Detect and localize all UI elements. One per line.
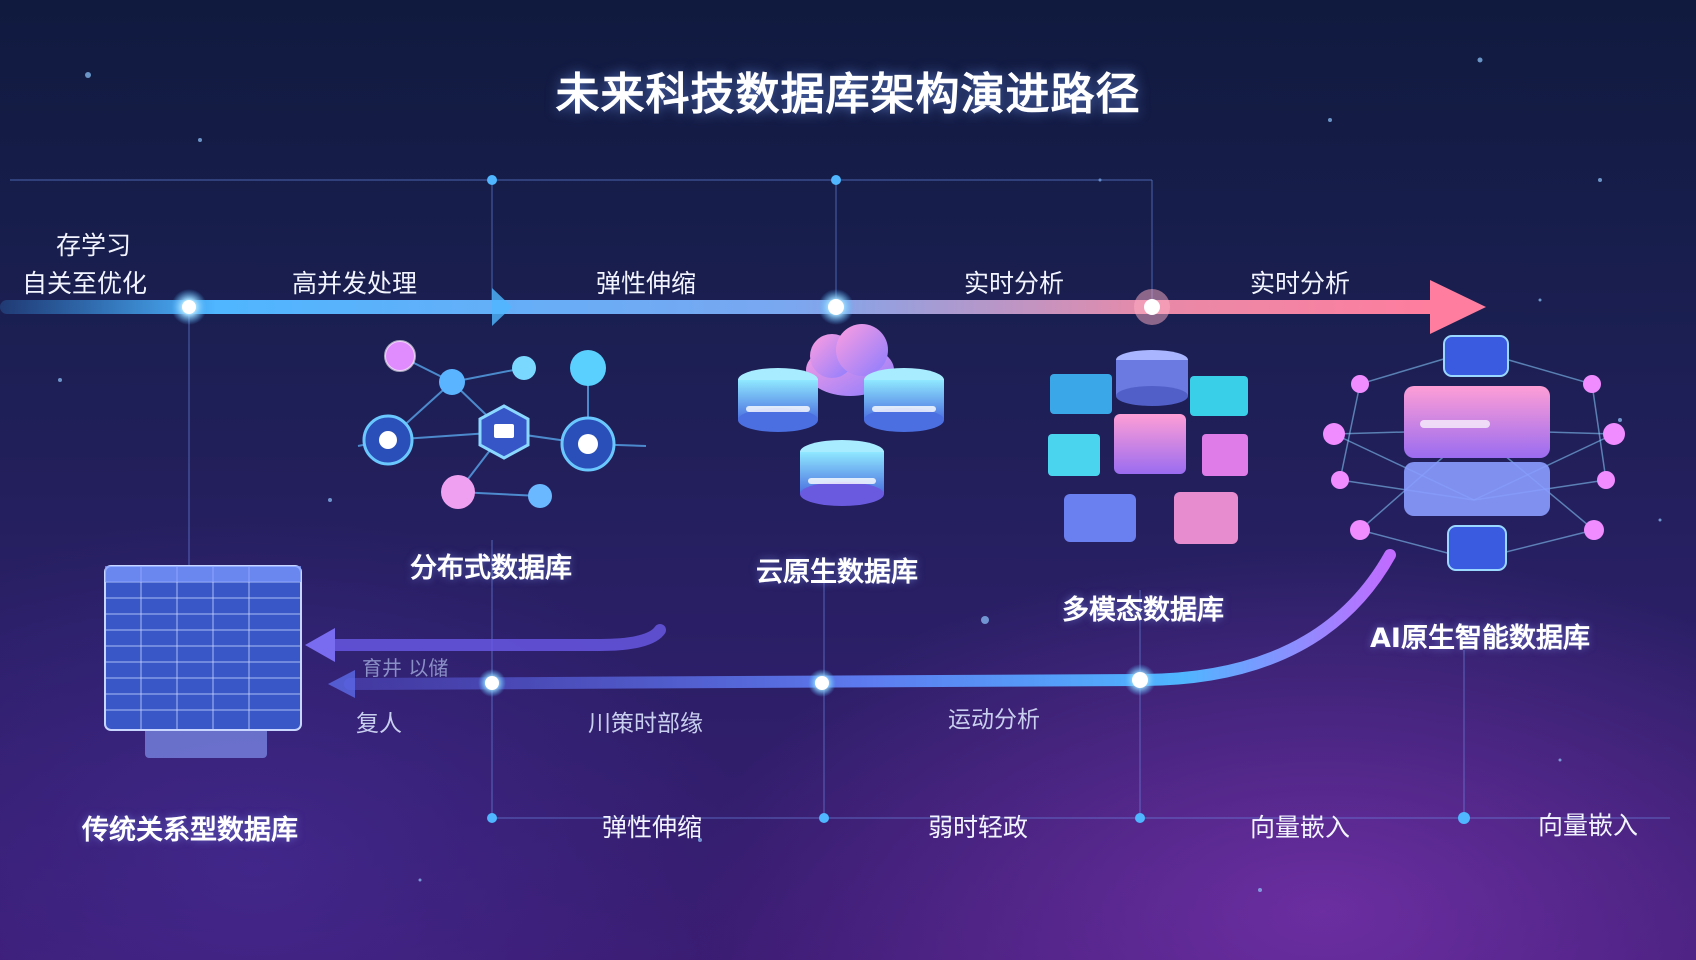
left-label-line2: 自关至优化 <box>22 269 148 298</box>
multimodal-blocks-icon <box>1048 350 1248 544</box>
bottom-label-3: 向量嵌入 <box>1250 813 1351 842</box>
top-evolution-arrow <box>0 280 1486 334</box>
top-arrow-nodes <box>171 289 1170 325</box>
top-label-elastic-scaling: 弹性伸缩 <box>596 269 697 298</box>
left-label-line1: 存学习 <box>56 231 132 260</box>
lower-return-arrow <box>305 549 1396 698</box>
cloud-servers-icon <box>738 324 944 506</box>
bottom-label-4: 向量嵌入 <box>1538 811 1639 840</box>
page-title: 未来科技数据库架构演进路径 <box>555 69 1141 120</box>
ai-neural-stack-icon <box>1323 335 1625 571</box>
top-guide-line <box>10 179 1153 305</box>
bottom-label-1: 弹性伸缩 <box>602 813 703 842</box>
stage-ai-native: AI原生智能数据库 <box>1370 623 1590 654</box>
lower-label-c: 运动分析 <box>948 707 1040 733</box>
lower-label-a: 复人 <box>356 711 402 737</box>
bottom-nodes <box>487 812 1470 824</box>
top-label-realtime-analytics-2: 实时分析 <box>1250 269 1351 298</box>
top-label-realtime-analytics: 实时分析 <box>964 269 1065 298</box>
stage-cloud-native: 云原生数据库 <box>756 557 918 588</box>
stage-distributed: 分布式数据库 <box>410 553 572 584</box>
bottom-label-2: 弱时轻政 <box>928 813 1029 842</box>
network-nodes-icon <box>357 340 647 509</box>
lower-label-faint: 育井 以储 <box>362 656 449 680</box>
stage-multimodal: 多模态数据库 <box>1062 595 1224 626</box>
top-label-high-concurrency: 高并发处理 <box>292 269 418 298</box>
stage-relational: 传统关系型数据库 <box>82 815 298 846</box>
table-grid-icon <box>104 565 302 758</box>
lower-arrow-nodes <box>478 664 1156 697</box>
lower-label-b: 川策时部缘 <box>588 711 703 737</box>
